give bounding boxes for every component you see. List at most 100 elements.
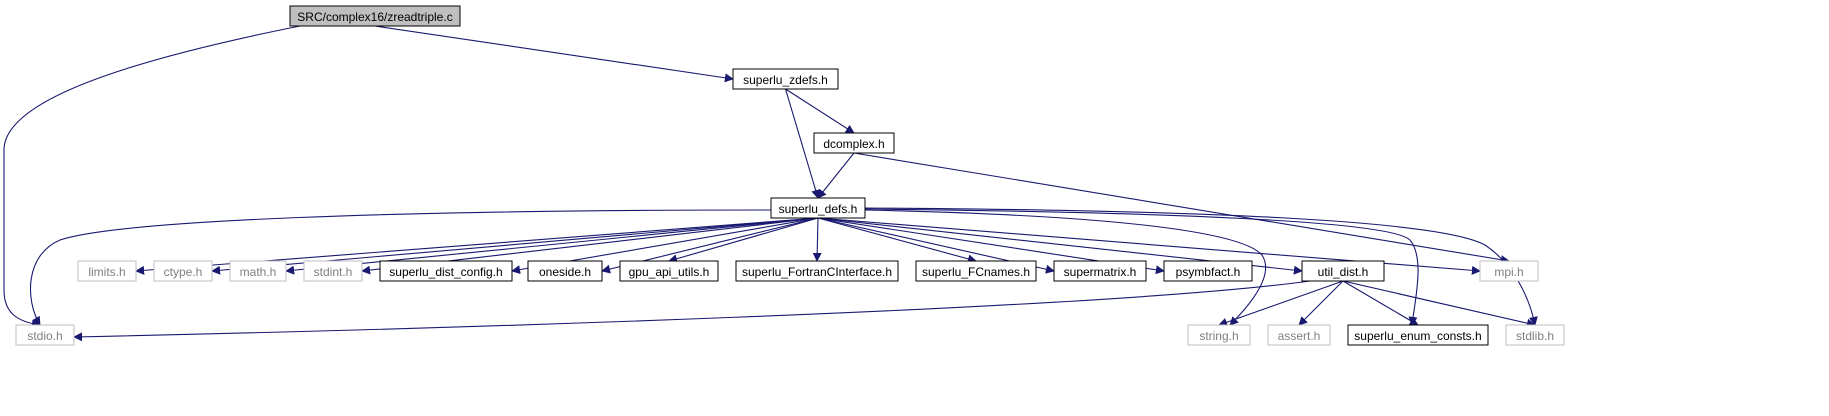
edge-superlu_defs-to-string	[864, 209, 1267, 326]
node-label: supermatrix.h	[1064, 265, 1137, 279]
edge-superlu_zdefs-to-superlu_defs	[784, 88, 820, 199]
node-box	[77, 260, 137, 282]
node-util-dist[interactable]: util_dist.h	[1301, 260, 1385, 282]
node-label: string.h	[1199, 329, 1238, 343]
node-box	[15, 324, 75, 346]
node-label: gpu_api_utils.h	[629, 265, 710, 279]
edge-line	[1298, 280, 1344, 326]
node-box	[813, 132, 895, 154]
node-box	[735, 260, 899, 282]
node-ctype: ctype.h	[153, 260, 213, 282]
node-label: util_dist.h	[1318, 265, 1369, 279]
node-oneside[interactable]: oneside.h	[527, 260, 603, 282]
edge-util_dist-to-superlu_enum_consts	[1342, 280, 1419, 326]
node-supermatrix[interactable]: supermatrix.h	[1053, 260, 1147, 282]
node-stdio: stdio.h	[15, 324, 75, 346]
edge-superlu_defs-to-superlu_FortranCInterface	[812, 217, 822, 262]
node-box	[770, 197, 866, 219]
edge-line	[784, 88, 820, 199]
node-mpi: mpi.h	[1479, 260, 1539, 282]
nodes-layer: SRC/complex16/zreadtriple.c superlu_zdefs…	[15, 5, 1565, 346]
edge-superlu_zdefs-to-dcomplex	[785, 88, 855, 134]
node-box	[527, 260, 603, 282]
node-label: superlu_zdefs.h	[743, 73, 828, 87]
edge-line	[3, 25, 301, 329]
edge-superlu_defs-to-stdio	[29, 209, 772, 326]
edge-line	[785, 88, 855, 134]
node-label: ctype.h	[164, 265, 203, 279]
edge-line	[812, 217, 822, 262]
edge-zreadtriple-to-stdio	[3, 25, 301, 329]
node-label: superlu_FortranCInterface.h	[742, 265, 892, 279]
node-box	[1301, 260, 1385, 282]
node-box	[1479, 260, 1539, 282]
edge-dcomplex-to-superlu_defs	[817, 152, 855, 199]
node-superlu-FortranCInterface[interactable]: superlu_FortranCInterface.h	[735, 260, 899, 282]
edge-util_dist-to-string	[1218, 280, 1344, 327]
node-box	[1347, 324, 1489, 346]
node-superlu-FCnames[interactable]: superlu_FCnames.h	[915, 260, 1037, 282]
node-box	[1187, 324, 1251, 346]
node-label: oneside.h	[539, 265, 591, 279]
edge-line	[817, 152, 855, 199]
node-zreadtriple[interactable]: SRC/complex16/zreadtriple.c	[289, 5, 461, 27]
node-psymbfact[interactable]: psymbfact.h	[1163, 260, 1253, 282]
node-label: dcomplex.h	[823, 137, 884, 151]
node-label: superlu_defs.h	[779, 202, 858, 216]
node-stdlib: stdlib.h	[1505, 324, 1565, 346]
node-limits: limits.h	[77, 260, 137, 282]
node-stdint: stdint.h	[303, 260, 363, 282]
edge-line	[864, 209, 1267, 326]
edge-util_dist-to-stdio	[73, 280, 1311, 342]
node-box	[1053, 260, 1147, 282]
node-box	[379, 260, 513, 282]
node-dcomplex[interactable]: dcomplex.h	[813, 132, 895, 154]
node-math: math.h	[229, 260, 287, 282]
node-box	[289, 5, 461, 27]
node-superlu-zdefs[interactable]: superlu_zdefs.h	[732, 68, 839, 90]
node-superlu-dist-config[interactable]: superlu_dist_config.h	[379, 260, 513, 282]
node-label: mpi.h	[1494, 265, 1523, 279]
node-box	[153, 260, 213, 282]
node-box	[1505, 324, 1565, 346]
node-box	[1163, 260, 1253, 282]
node-label: assert.h	[1278, 329, 1321, 343]
node-gpu-api-utils[interactable]: gpu_api_utils.h	[619, 260, 719, 282]
node-label: stdlib.h	[1516, 329, 1554, 343]
edge-dcomplex-to-mpi	[853, 152, 1510, 265]
node-box	[915, 260, 1037, 282]
node-label: limits.h	[88, 265, 125, 279]
node-label: math.h	[240, 265, 277, 279]
node-label: stdio.h	[27, 329, 62, 343]
node-label: psymbfact.h	[1176, 265, 1241, 279]
edge-util_dist-to-assert	[1298, 280, 1344, 326]
node-label: stdint.h	[314, 265, 353, 279]
node-assert: assert.h	[1267, 324, 1331, 346]
edge-line	[374, 25, 734, 83]
node-box	[303, 260, 363, 282]
node-box	[619, 260, 719, 282]
edge-line	[864, 208, 1419, 326]
edge-superlu_defs-to-math	[285, 217, 819, 275]
edge-line	[817, 217, 977, 264]
edge-line	[1342, 280, 1419, 326]
node-box	[732, 68, 839, 90]
edge-line	[1342, 280, 1536, 328]
node-label: SRC/complex16/zreadtriple.c	[297, 10, 452, 24]
edge-line	[73, 280, 1311, 342]
node-superlu-enum-consts[interactable]: superlu_enum_consts.h	[1347, 324, 1489, 346]
edge-line	[668, 217, 819, 264]
node-superlu-defs[interactable]: superlu_defs.h	[770, 197, 866, 219]
node-label: superlu_dist_config.h	[389, 265, 502, 279]
node-box	[229, 260, 287, 282]
edge-util_dist-to-stdlib	[1342, 280, 1536, 328]
edge-line	[29, 209, 772, 326]
edge-line	[853, 152, 1510, 265]
edge-superlu_defs-to-superlu_enum_consts	[864, 208, 1419, 326]
node-label: superlu_enum_consts.h	[1354, 329, 1481, 343]
edge-superlu_defs-to-superlu_FCnames	[817, 217, 977, 264]
edge-line	[1218, 280, 1344, 327]
node-label: superlu_FCnames.h	[922, 265, 1030, 279]
